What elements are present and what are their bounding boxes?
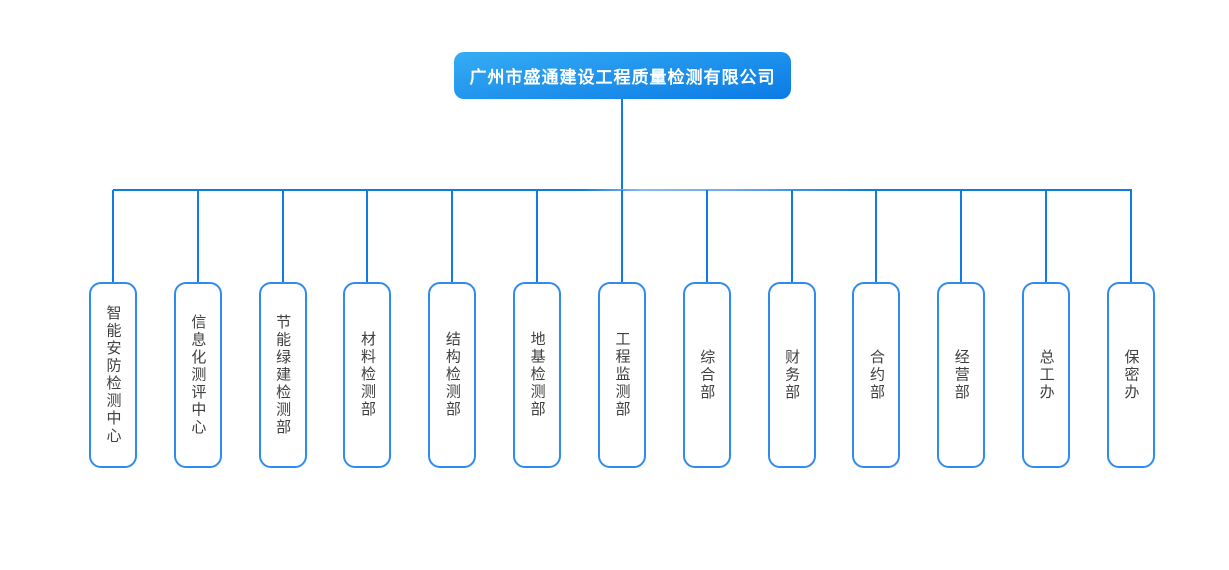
connector-drop (620, 190, 623, 282)
department-label: 信息化测评中心 (189, 313, 208, 437)
connector-drop (281, 190, 284, 282)
department-label: 地基检测部 (528, 331, 547, 419)
connector-drop (196, 190, 199, 282)
connector-drop (366, 190, 369, 282)
department-label: 结构检测部 (443, 331, 462, 419)
connector-drop (1129, 190, 1132, 282)
department-node: 经营部 (937, 190, 986, 468)
department-node: 综合部 (682, 190, 731, 468)
department-node: 总工办 (1022, 190, 1071, 468)
department-label: 合约部 (867, 348, 886, 402)
department-label: 节能绿建检测部 (274, 313, 293, 437)
department-box: 总工办 (1022, 282, 1071, 468)
department-node: 地基检测部 (513, 190, 562, 468)
department-label: 综合部 (698, 348, 717, 402)
connector-drop (112, 190, 114, 282)
department-label: 财务部 (783, 348, 802, 402)
org-root-node: 广州市盛通建设工程质量检测有限公司 (454, 52, 791, 99)
department-label: 总工办 (1037, 348, 1056, 402)
department-box: 智能安防检测中心 (89, 282, 137, 468)
departments-row: 智能安防检测中心 信息化测评中心 节能绿建检测部 材料检测部 结构检测部 地基检… (89, 190, 1155, 468)
department-box: 综合部 (682, 282, 731, 468)
connector-drop (790, 190, 793, 282)
department-label: 工程监测部 (613, 331, 632, 419)
department-label: 经营部 (952, 348, 971, 402)
connector-stem (621, 99, 623, 190)
department-box: 材料检测部 (343, 282, 392, 468)
department-label: 材料检测部 (358, 331, 377, 419)
department-node: 财务部 (767, 190, 816, 468)
department-box: 结构检测部 (428, 282, 477, 468)
connector-drop (960, 190, 963, 282)
org-root-label: 广州市盛通建设工程质量检测有限公司 (469, 68, 776, 88)
department-box: 地基检测部 (513, 282, 562, 468)
connector-drop (451, 190, 454, 282)
department-box: 保密办 (1106, 282, 1155, 468)
department-node: 材料检测部 (343, 190, 392, 468)
department-node: 保密办 (1106, 190, 1155, 468)
department-node: 合约部 (852, 190, 901, 468)
department-label: 保密办 (1122, 348, 1141, 402)
connector-drop (1045, 190, 1048, 282)
department-box: 信息化测评中心 (173, 282, 222, 468)
department-node: 信息化测评中心 (173, 190, 222, 468)
connector-drop (536, 190, 539, 282)
department-node: 工程监测部 (597, 190, 646, 468)
department-box: 合约部 (852, 282, 901, 468)
department-box: 财务部 (767, 282, 816, 468)
department-node: 结构检测部 (428, 190, 477, 468)
department-box: 工程监测部 (597, 282, 646, 468)
department-box: 经营部 (937, 282, 986, 468)
department-label: 智能安防检测中心 (104, 305, 123, 445)
connector-drop (875, 190, 878, 282)
connector-drop (705, 190, 708, 282)
department-node: 智能安防检测中心 (89, 190, 137, 468)
department-box: 节能绿建检测部 (258, 282, 307, 468)
department-node: 节能绿建检测部 (258, 190, 307, 468)
